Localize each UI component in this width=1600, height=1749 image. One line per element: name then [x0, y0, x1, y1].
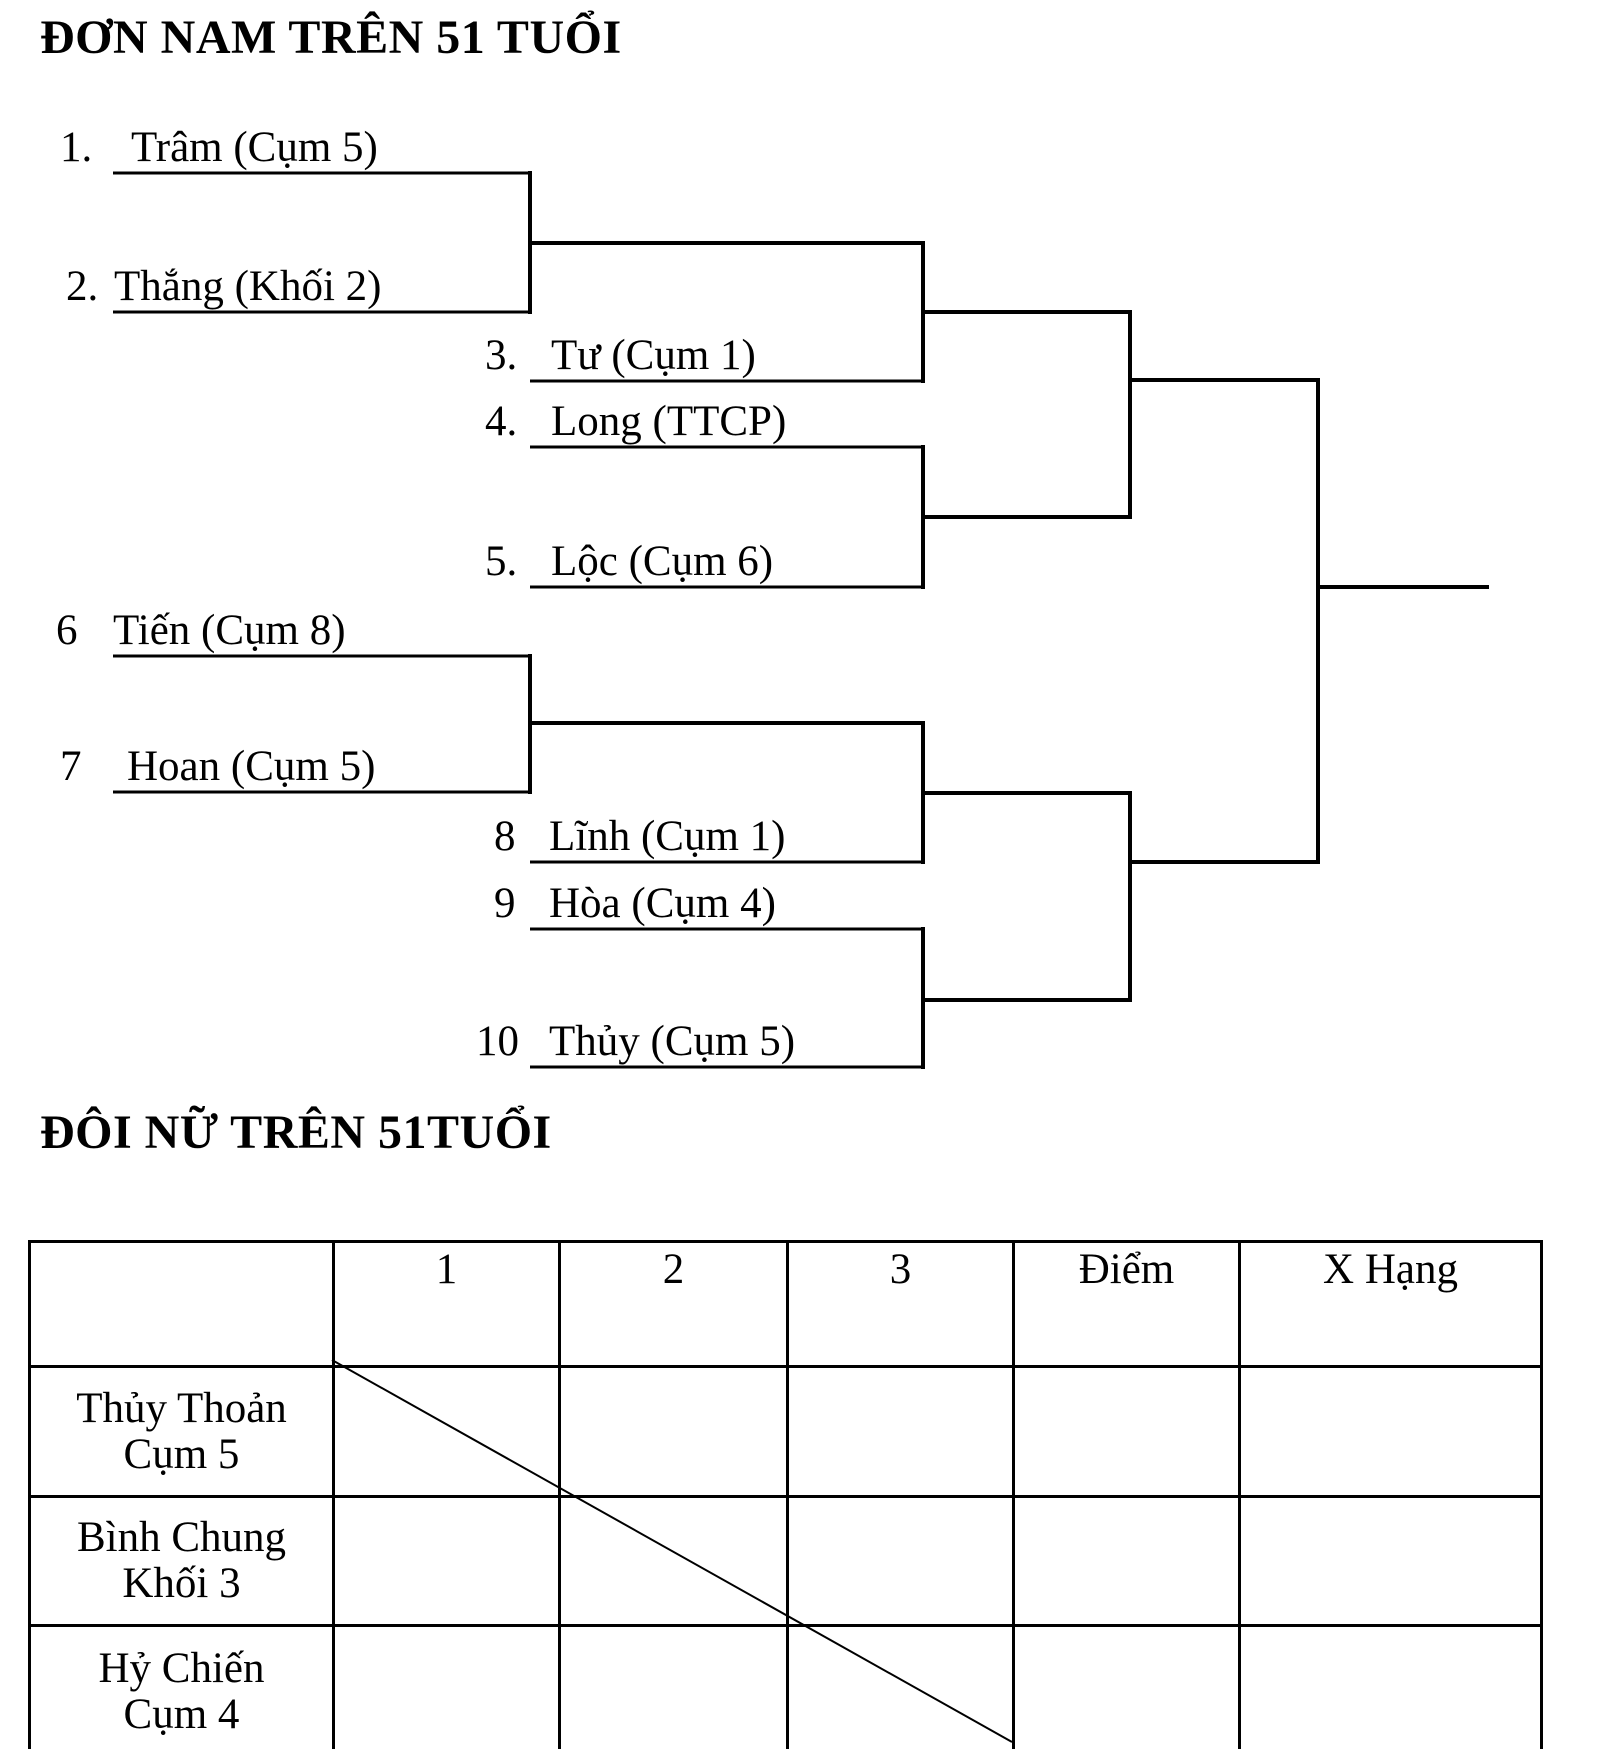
score-cell	[786, 1624, 1015, 1749]
team-name: Hỷ Chiến	[98, 1644, 265, 1692]
team-name: Bình Chung	[76, 1514, 287, 1561]
entry-8-name: Lĩnh (Cụm 1)	[549, 813, 786, 860]
team-group: Khối 3	[122, 1560, 241, 1607]
team-row: Bình Chung Khối 3	[28, 1495, 1543, 1627]
score-cell	[558, 1495, 789, 1627]
team-row: Thủy Thoản Cụm 5	[28, 1365, 1543, 1498]
round-robin-title: ĐÔI NỮ TRÊN 51TUỔI	[40, 1106, 552, 1159]
rank-cell	[1238, 1495, 1543, 1627]
header-cell-team	[28, 1240, 335, 1368]
entry-5-name: Lộc (Cụm 6)	[551, 538, 774, 585]
team-name: Thủy Thoản	[76, 1384, 287, 1432]
entry-9-number: 9	[494, 880, 516, 927]
round-robin-table: 1 2 3 Điểm X Hạng Thủy Thoản Cụm 5 Bình …	[28, 1240, 1543, 1749]
entry-5-number: 5.	[485, 538, 518, 585]
entry-9-name: Hòa (Cụm 4)	[549, 880, 776, 927]
bracket-title: ĐƠN NAM TRÊN 51 TUỔI	[40, 11, 622, 64]
team-row: Hỷ Chiến Cụm 4	[28, 1624, 1543, 1749]
header-cell-2: 2	[558, 1240, 789, 1368]
entry-3-number: 3.	[485, 332, 518, 379]
entry-6-name: Tiến (Cụm 8)	[113, 607, 346, 654]
team-cell: Hỷ Chiến Cụm 4	[28, 1624, 335, 1749]
team-group: Cụm 5	[123, 1430, 240, 1478]
entry-2-name: Thắng (Khối 2)	[114, 263, 382, 310]
score-cell	[332, 1495, 561, 1627]
header-row: 1 2 3 Điểm X Hạng	[28, 1240, 1543, 1368]
entry-8-number: 8	[494, 813, 516, 860]
rank-cell	[1238, 1624, 1543, 1749]
team-cell: Bình Chung Khối 3	[28, 1495, 335, 1627]
header-cell-1: 1	[332, 1240, 561, 1368]
entry-10-number: 10	[476, 1018, 519, 1065]
entry-10-name: Thủy (Cụm 5)	[549, 1018, 796, 1065]
entry-3-name: Tư (Cụm 1)	[551, 332, 756, 379]
header-cell-rank: X Hạng	[1238, 1240, 1543, 1368]
score-cell	[332, 1365, 561, 1498]
entry-1-number: 1.	[60, 124, 93, 171]
team-cell: Thủy Thoản Cụm 5	[28, 1365, 335, 1498]
points-cell	[1012, 1365, 1241, 1498]
points-cell	[1012, 1495, 1241, 1627]
score-cell	[332, 1624, 561, 1749]
header-cell-3: 3	[786, 1240, 1015, 1368]
entry-4-name: Long (TTCP)	[551, 398, 787, 445]
entry-6-number: 6	[56, 607, 78, 654]
score-cell	[558, 1624, 789, 1749]
header-cell-points: Điểm	[1012, 1240, 1241, 1368]
score-cell	[786, 1365, 1015, 1498]
entry-2-number: 2.	[66, 263, 99, 310]
score-cell	[558, 1365, 789, 1498]
entry-4-number: 4.	[485, 398, 518, 445]
rank-cell	[1238, 1365, 1543, 1498]
entry-7-name: Hoan (Cụm 5)	[127, 743, 376, 790]
score-cell	[786, 1495, 1015, 1627]
entry-1-name: Trâm (Cụm 5)	[131, 124, 378, 171]
points-cell	[1012, 1624, 1241, 1749]
entry-7-number: 7	[60, 743, 82, 790]
team-group: Cụm 4	[123, 1690, 240, 1738]
